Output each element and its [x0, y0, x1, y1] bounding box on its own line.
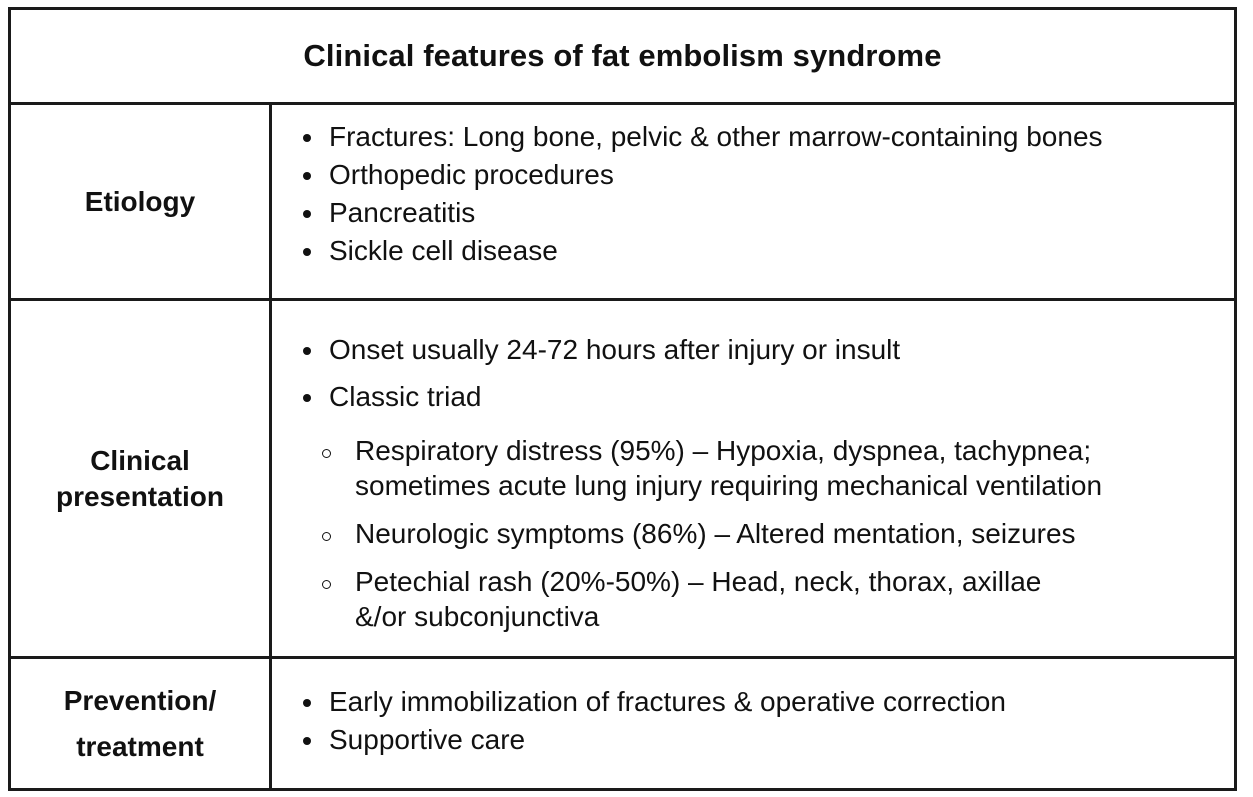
row-content-cell: Fractures: Long bone, pelvic & other mar… [272, 105, 1234, 298]
sub-list-item: Petechial rash (20%-50%) – Head, neck, t… [272, 564, 1234, 634]
bullet-icon [303, 248, 311, 256]
list-item: Early immobilization of fractures & oper… [272, 683, 1234, 721]
row-content-cell: Early immobilization of fractures & oper… [272, 659, 1234, 788]
list-item: Classic triad [272, 378, 1234, 416]
hollow-bullet-icon [322, 580, 331, 589]
row-header-clinical-presentation: Clinical presentation [55, 444, 225, 512]
bullet-icon [303, 737, 311, 745]
etiology-list: Fractures: Long bone, pelvic & other mar… [272, 118, 1234, 270]
sub-list-item: Respiratory distress (95%) – Hypoxia, dy… [272, 433, 1234, 503]
row-header-cell: Clinical presentation [11, 301, 272, 656]
list-item: Onset usually 24-72 hours after injury o… [272, 331, 1234, 369]
bullet-icon [303, 134, 311, 142]
list-item: Supportive care [272, 721, 1234, 759]
table-row-prevention-treatment: Prevention/ treatment Early immobilizati… [11, 659, 1234, 788]
clinical-list: Onset usually 24-72 hours after injury o… [272, 331, 1234, 425]
list-item: Sickle cell disease [272, 232, 1234, 270]
table-title-row: Clinical features of fat embolism syndro… [11, 10, 1234, 105]
row-header-etiology: Etiology [84, 185, 196, 217]
table-row-clinical-presentation: Clinical presentation Onset usually 24-7… [11, 301, 1234, 659]
hollow-bullet-icon [322, 449, 331, 458]
table-title: Clinical features of fat embolism syndro… [303, 38, 942, 73]
clinical-features-table: Clinical features of fat embolism syndro… [8, 7, 1237, 791]
bullet-icon [303, 394, 311, 402]
table-row-etiology: Etiology Fractures: Long bone, pelvic & … [11, 105, 1234, 301]
row-header-cell: Etiology [11, 105, 272, 298]
hollow-bullet-icon [322, 532, 331, 541]
row-header-cell: Prevention/ treatment [11, 659, 272, 788]
triad-sublist: Respiratory distress (95%) – Hypoxia, dy… [272, 433, 1234, 634]
sub-list-item: Neurologic symptoms (86%) – Altered ment… [272, 516, 1234, 551]
bullet-icon [303, 347, 311, 355]
row-header-prevention-treatment: Prevention/ treatment [63, 684, 217, 762]
row-content-cell: Onset usually 24-72 hours after injury o… [272, 301, 1234, 656]
list-item: Pancreatitis [272, 194, 1234, 232]
list-item: Fractures: Long bone, pelvic & other mar… [272, 118, 1234, 156]
bullet-icon [303, 699, 311, 707]
prevention-list: Early immobilization of fractures & oper… [272, 683, 1234, 759]
bullet-icon [303, 172, 311, 180]
list-item: Orthopedic procedures [272, 156, 1234, 194]
bullet-icon [303, 210, 311, 218]
